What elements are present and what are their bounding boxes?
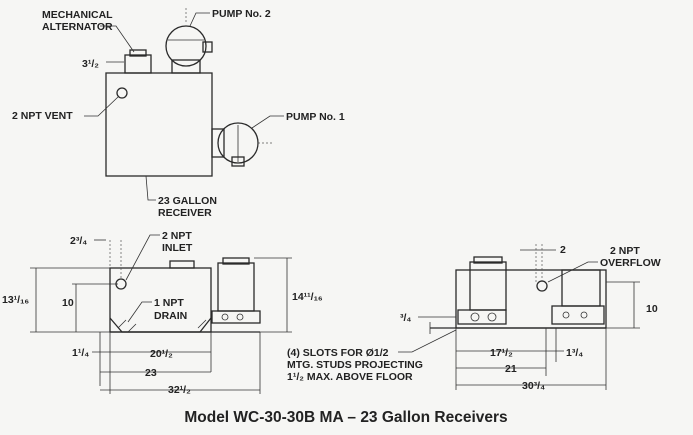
mechanical-alternator-label-2: ALTERNATOR xyxy=(42,21,113,33)
alternator-cap xyxy=(129,49,147,57)
pump-no-2 xyxy=(165,8,213,74)
pump-no-1 xyxy=(211,122,272,167)
right-motor xyxy=(469,261,507,311)
vent-fitting xyxy=(116,87,128,99)
dim-13-1-16: 13¹/₁₆ xyxy=(2,294,29,306)
dim-32-1-2: 32¹/₂ xyxy=(168,384,191,396)
dim-3-1-2-top: 3¹/₂ xyxy=(82,58,99,70)
mechanical-alternator-label: MECHANICAL xyxy=(42,9,113,21)
slots-note-line-3: 1¹/₂ MAX. ABOVE FLOOR xyxy=(287,371,413,383)
caption: Model WC-30-30B MA – 23 Gallon Receivers xyxy=(184,409,507,426)
dim-1-1-4: 1¹/₄ xyxy=(72,347,89,359)
npt-drain-label: 1 NPT xyxy=(154,297,184,309)
right-pump-base xyxy=(457,309,507,325)
pump-no-1-label: PUMP No. 1 xyxy=(286,111,345,123)
left-top-fitting xyxy=(169,260,195,269)
right-elevation: 2 2 NPT OVERFLOW 10 ³/₄ 17¹/₂ 1³/₄ 21 30… xyxy=(400,244,661,392)
overflow-fitting xyxy=(536,280,548,292)
slots-note-line-1: (4) SLOTS FOR Ø1/2 xyxy=(287,347,389,359)
npt-inlet-label: 2 NPT xyxy=(162,230,192,242)
slots-note-line-2: MTG. STUDS PROJECTING xyxy=(287,359,423,371)
dim-2-right: 2 xyxy=(560,244,566,256)
left-pump-base xyxy=(211,310,261,324)
dim-30-3-4: 30³/₄ xyxy=(522,380,545,392)
dim-21: 21 xyxy=(505,363,517,375)
npt-overflow-label: 2 NPT xyxy=(610,245,640,257)
right-side-motor xyxy=(561,269,601,307)
slots-note: (4) SLOTS FOR Ø1/2 MTG. STUDS PROJECTING… xyxy=(287,329,457,383)
dim-2-3-4: 2³/₄ xyxy=(70,235,87,247)
npt-drain-label-2: DRAIN xyxy=(154,310,187,322)
receiver-label: 23 GALLON xyxy=(158,195,217,207)
dim-14-11-16: 14¹¹/₁₆ xyxy=(292,291,323,303)
npt-vent-label: 2 NPT VENT xyxy=(12,110,73,122)
dim-1-3-4: 1³/₄ xyxy=(566,347,583,359)
dim-20-1-2: 20¹/₂ xyxy=(150,348,173,360)
dim-23: 23 xyxy=(145,367,157,379)
npt-overflow-label-2: OVERFLOW xyxy=(600,257,661,269)
dim-3-4: ³/₄ xyxy=(400,312,411,324)
dim-17-1-2: 17¹/₂ xyxy=(490,347,513,359)
left-elevation: 13¹/₁₆ 10 14¹¹/₁₆ 2³/₄ 2 NPT INLET 1 NPT… xyxy=(2,230,323,396)
left-motor xyxy=(217,262,255,312)
receiver-label-2: RECEIVER xyxy=(158,207,212,219)
pump-no-2-label: PUMP No. 2 xyxy=(212,8,271,20)
npt-inlet-label-2: INLET xyxy=(162,242,193,254)
receiver-tank xyxy=(105,72,213,177)
dim-10-left: 10 xyxy=(62,297,74,309)
top-view: MECHANICAL ALTERNATOR PUMP No. 2 PUMP No… xyxy=(12,8,345,219)
dim-10-right: 10 xyxy=(646,303,658,315)
mechanical-alternator xyxy=(124,54,152,74)
